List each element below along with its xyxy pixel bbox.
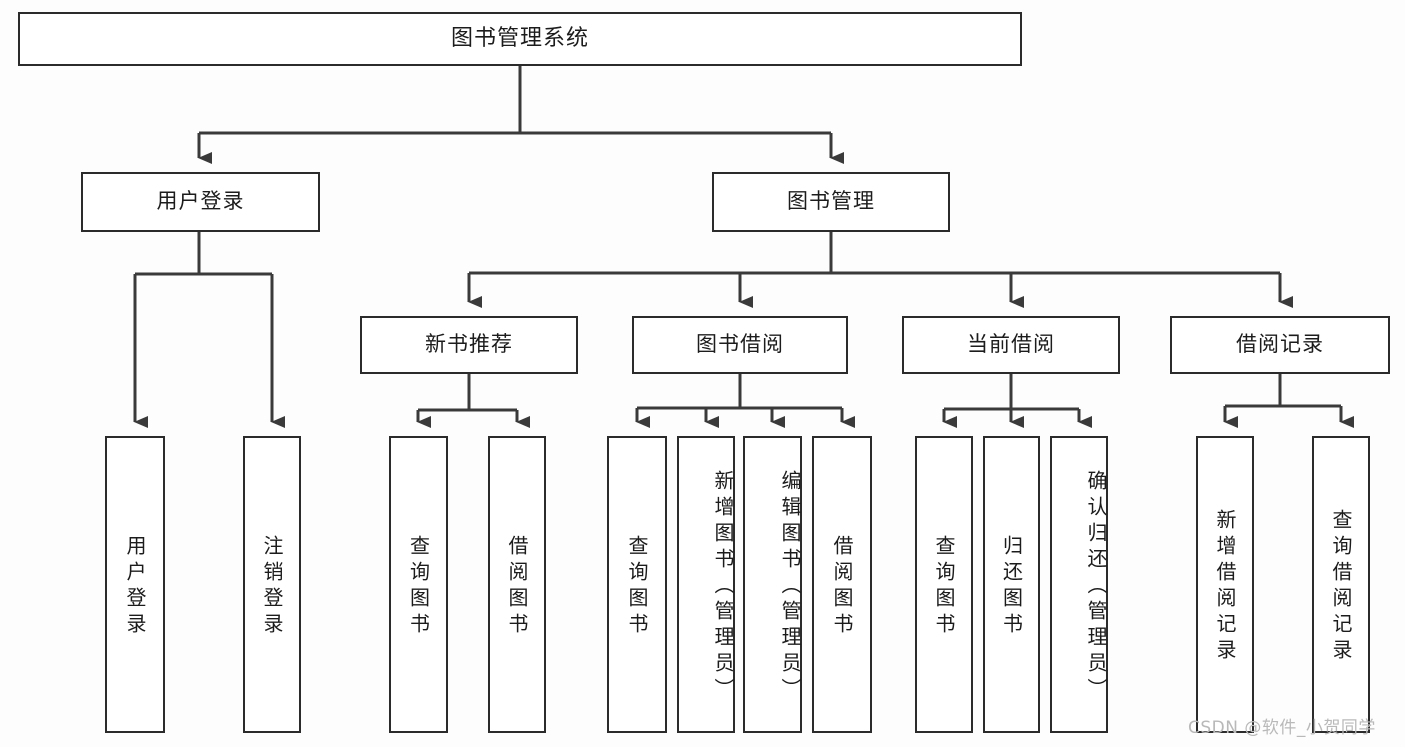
node-leaf-logout[interactable]: 注销登录 xyxy=(243,436,301,733)
node-book-borrow-label: 图书借阅 xyxy=(696,332,784,357)
node-user-login[interactable]: 用户登录 xyxy=(81,172,320,232)
node-borrow-record[interactable]: 借阅记录 xyxy=(1170,316,1390,374)
node-leaf-query-book-1[interactable]: 查询图书 xyxy=(389,436,448,733)
node-current-borrow-label: 当前借阅 xyxy=(967,332,1055,357)
node-leaf-query-book-3-label: 查询图书 xyxy=(932,534,956,639)
node-leaf-add-record-label: 新增借阅记录 xyxy=(1213,508,1237,665)
node-leaf-add-record[interactable]: 新增借阅记录 xyxy=(1196,436,1254,733)
node-leaf-add-book-label: 新增图书（管理员） xyxy=(711,469,735,704)
node-root-label: 图书管理系统 xyxy=(450,25,589,51)
node-leaf-user-login[interactable]: 用户登录 xyxy=(105,436,165,733)
node-leaf-query-book-2[interactable]: 查询图书 xyxy=(607,436,667,733)
node-book-manage-label: 图书管理 xyxy=(787,189,875,214)
node-leaf-user-login-label: 用户登录 xyxy=(123,534,147,639)
node-borrow-record-label: 借阅记录 xyxy=(1236,332,1324,357)
node-leaf-query-record-label: 查询借阅记录 xyxy=(1329,508,1353,665)
watermark: CSDN @软件_小贺同学 xyxy=(1188,718,1376,738)
node-leaf-confirm-return-label: 确认归还（管理员） xyxy=(1084,469,1108,704)
node-leaf-logout-label: 注销登录 xyxy=(260,534,284,639)
node-current-borrow[interactable]: 当前借阅 xyxy=(902,316,1120,374)
node-leaf-query-book-3[interactable]: 查询图书 xyxy=(915,436,973,733)
node-new-book-recommend[interactable]: 新书推荐 xyxy=(360,316,578,374)
node-leaf-query-record[interactable]: 查询借阅记录 xyxy=(1312,436,1370,733)
node-leaf-borrow-book-2[interactable]: 借阅图书 xyxy=(812,436,872,733)
node-leaf-confirm-return[interactable]: 确认归还（管理员） xyxy=(1050,436,1108,733)
node-user-login-label: 用户登录 xyxy=(156,189,245,214)
node-leaf-borrow-book-1-label: 借阅图书 xyxy=(505,534,529,639)
node-book-borrow[interactable]: 图书借阅 xyxy=(632,316,848,374)
node-leaf-borrow-book-2-label: 借阅图书 xyxy=(830,534,854,639)
node-leaf-return-book-label: 归还图书 xyxy=(999,534,1024,639)
node-book-manage[interactable]: 图书管理 xyxy=(712,172,950,232)
node-leaf-edit-book[interactable]: 编辑图书（管理员） xyxy=(743,436,802,733)
node-new-book-recommend-label: 新书推荐 xyxy=(425,332,513,357)
node-leaf-query-book-2-label: 查询图书 xyxy=(625,534,649,639)
node-leaf-add-book[interactable]: 新增图书（管理员） xyxy=(677,436,735,733)
node-leaf-query-book-1-label: 查询图书 xyxy=(406,534,431,639)
node-leaf-return-book[interactable]: 归还图书 xyxy=(983,436,1040,733)
node-leaf-edit-book-label: 编辑图书（管理员） xyxy=(778,469,802,704)
node-root[interactable]: 图书管理系统 xyxy=(18,12,1022,66)
node-leaf-borrow-book-1[interactable]: 借阅图书 xyxy=(488,436,546,733)
